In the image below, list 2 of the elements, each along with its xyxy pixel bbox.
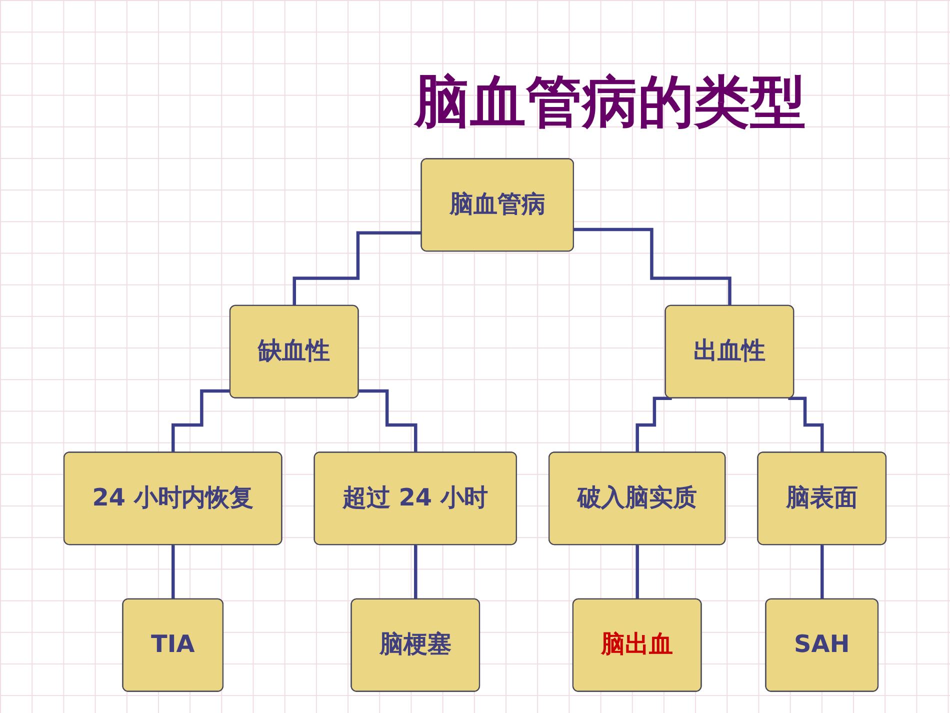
title: 脑血管病的类型 [414,70,806,134]
connector [292,231,422,308]
